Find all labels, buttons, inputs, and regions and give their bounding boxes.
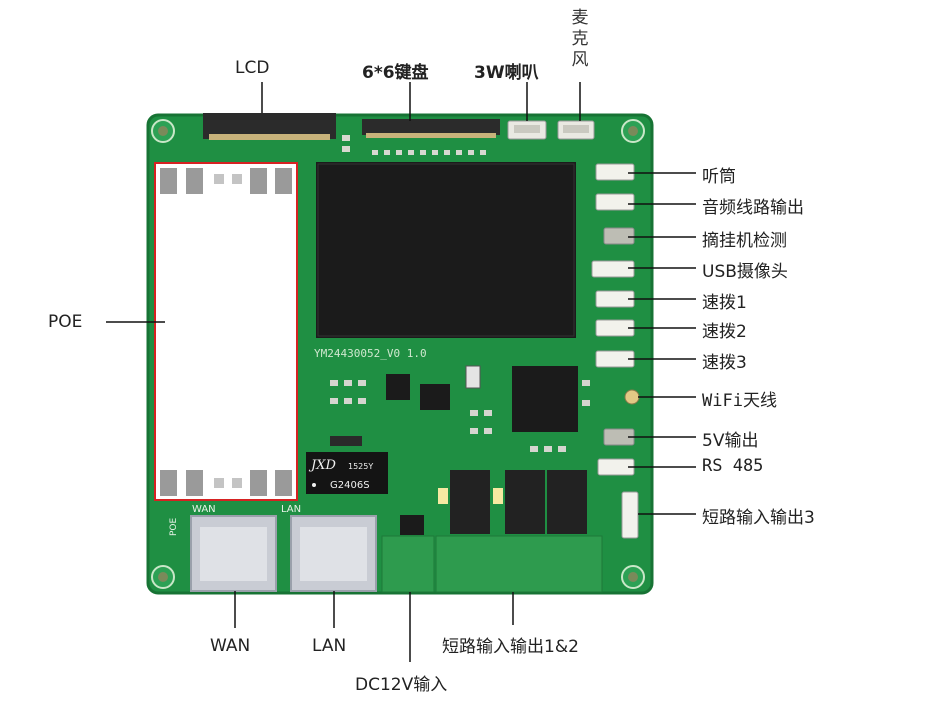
label-wan: WAN (210, 636, 251, 656)
silk-lan: LAN (281, 504, 301, 515)
label-hook: 摘挂机检测 (702, 231, 787, 251)
chip-brand: JXD (308, 458, 336, 473)
label-speed3: 速拨3 (702, 353, 747, 373)
mic-connector (557, 120, 595, 140)
main-soc (316, 162, 576, 338)
label-speed2: 速拨2 (702, 322, 747, 342)
label-line-out: 音频线路输出 (702, 198, 804, 218)
short-io-terminal (435, 535, 603, 593)
label-speaker: 3W喇叭 (474, 63, 539, 83)
chip-code1: 1525Y (348, 462, 373, 471)
dc12v-terminal (381, 535, 435, 593)
label-poe: POE (48, 312, 83, 332)
label-mic-char-3: 风 (571, 50, 589, 70)
component-dots (330, 380, 590, 452)
passive-components-top (342, 135, 486, 155)
label-rs485: RS 485 (702, 456, 764, 476)
label-usb-cam: USB摄像头 (702, 262, 788, 282)
label-speed1: 速拨1 (702, 293, 747, 313)
label-wifi: WiFi天线 (702, 391, 777, 411)
leader-lines (106, 82, 696, 662)
silk-poe: POE (169, 517, 179, 536)
label-lan: LAN (312, 636, 347, 656)
jxd-chip: JXD 1525Y G2406S (306, 452, 388, 494)
label-handset: 听筒 (702, 167, 736, 187)
keypad-fpc-connector (362, 119, 500, 138)
lcd-fpc-connector (203, 113, 336, 140)
label-mic-char-2: 克 (571, 29, 589, 49)
chip-code2: G2406S (330, 480, 370, 491)
right-connectors (591, 163, 640, 539)
silk-model: YM24430052_V0 1.0 (314, 347, 427, 360)
label-dc12v: DC12V输入 (355, 675, 448, 695)
lan-port (290, 515, 377, 592)
wan-port (190, 515, 277, 592)
label-mic: 麦 克 风 (570, 8, 590, 71)
mounting-holes (151, 119, 645, 589)
misc-chips (330, 365, 578, 535)
label-short-io-1-2: 短路输入输出1&2 (442, 637, 579, 657)
label-short-io-3: 短路输入输出3 (702, 508, 815, 528)
label-keypad: 6*6键盘 (362, 63, 429, 83)
speaker-connector (507, 120, 547, 140)
relays (438, 470, 587, 534)
poe-module (154, 162, 298, 501)
silk-wan: WAN (192, 504, 216, 515)
label-mic-char-1: 麦 (571, 8, 589, 28)
label-5v-out: 5V输出 (702, 431, 759, 451)
label-lcd: LCD (235, 58, 270, 78)
